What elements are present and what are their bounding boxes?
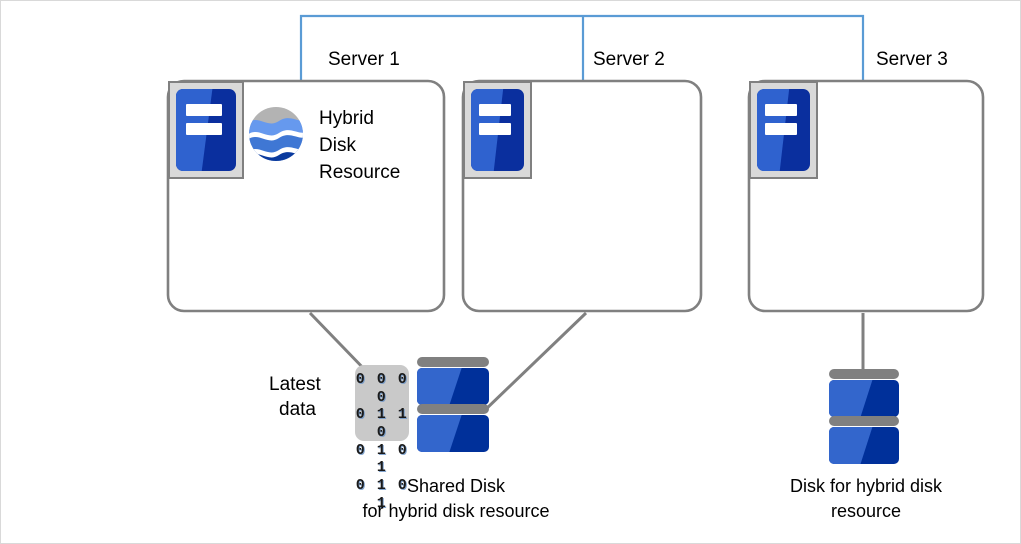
chassis-body <box>757 89 810 171</box>
hybrid-disk-resource-label-line3: Resource <box>319 162 401 183</box>
binary-row-2: 0 1 0 1 <box>355 441 409 477</box>
disk-slab-top <box>829 380 899 417</box>
shared-disk-stack[interactable] <box>417 357 489 453</box>
hybrid-disk-resource-label-line1: Hybrid <box>319 108 374 129</box>
server-2-label: Server 2 <box>593 49 665 70</box>
server-1-label: Server 1 <box>328 49 400 70</box>
shared-disk-caption-line2: for hybrid disk resource <box>362 501 550 521</box>
connector-server2-shared-disk <box>482 311 588 413</box>
server-3-label: Server 3 <box>876 49 948 70</box>
disk-slab-sheen <box>417 368 462 405</box>
mirror-disk-caption-line2: resource <box>830 501 902 521</box>
chassis-bar-top <box>479 103 512 117</box>
chassis-bar-bottom <box>765 122 798 135</box>
chassis-bar-bottom <box>185 122 222 135</box>
disk-slab-sheen <box>417 415 462 452</box>
server-3-chassis-icon <box>749 81 818 179</box>
disk-platter-mid <box>829 416 899 426</box>
latest-data-label-line1: Latest <box>269 374 321 395</box>
chassis-body <box>176 89 236 171</box>
disk-platter-top <box>417 357 489 367</box>
chassis-bar-bottom <box>479 122 512 135</box>
latest-data-binary-chip: 0 0 0 0 0 1 1 0 0 1 0 1 0 1 0 1 <box>355 365 409 512</box>
disk-platter-mid <box>417 404 489 414</box>
mirror-disk-caption-line1: Disk for hybrid disk <box>789 476 943 496</box>
disk-slab-top <box>417 368 489 405</box>
hybrid-disk-globe-icon <box>249 107 303 161</box>
server-1-chassis-icon <box>168 81 244 179</box>
server-2-chassis-icon <box>463 81 532 179</box>
binary-row-1: 0 1 1 0 <box>355 406 409 442</box>
chassis-bar-top <box>185 103 222 117</box>
binary-row-0: 0 0 0 0 <box>355 371 409 406</box>
disk-platter-top <box>829 369 899 379</box>
disk-slab-bottom <box>829 427 899 464</box>
binary-row-3: 0 1 0 1 <box>355 477 409 512</box>
shared-disk-caption-line1: Shared Disk <box>406 476 506 496</box>
latest-data-label-line2: data <box>279 399 316 420</box>
connector-server1-shared-disk <box>308 311 370 375</box>
disk-slab-sheen <box>829 380 873 417</box>
mirror-disk-stack[interactable] <box>829 369 899 465</box>
disk-slab-sheen <box>829 427 873 464</box>
disk-slab-bottom <box>417 415 489 452</box>
hybrid-disk-resource-label-line2: Disk <box>319 135 356 156</box>
chassis-body <box>471 89 524 171</box>
chassis-bar-top <box>765 103 798 117</box>
